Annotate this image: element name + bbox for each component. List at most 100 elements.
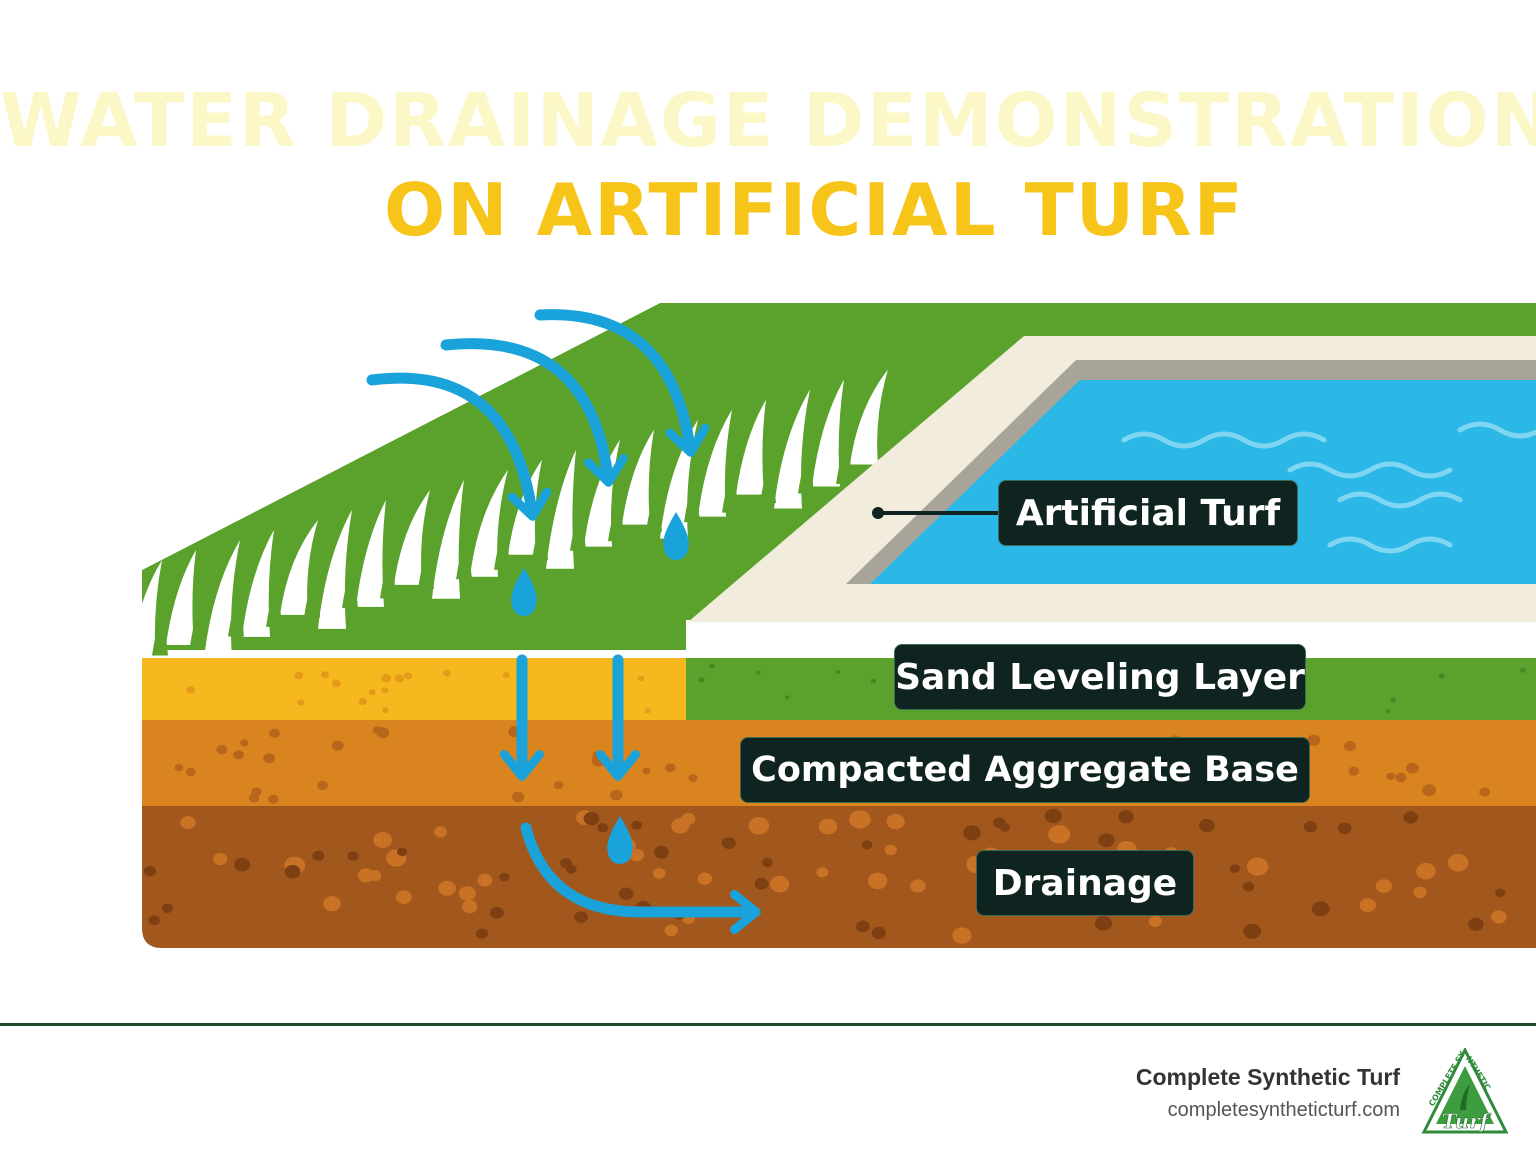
water-drop-icon: [663, 512, 689, 560]
soil-speckle: [1413, 886, 1427, 899]
brand-url: completesyntheticturf.com: [1167, 1099, 1400, 1121]
grass-tuft: [380, 538, 398, 599]
soil-speckle: [321, 671, 330, 679]
soil-speckle: [886, 813, 905, 830]
soil-speckle: [652, 868, 666, 879]
soil-speckle: [284, 865, 301, 879]
soil-speckle: [248, 793, 260, 803]
soil-speckle: [397, 847, 408, 857]
label-compacted-aggregate-base: Compacted Aggregate Base: [740, 737, 1310, 803]
soil-speckle: [574, 911, 588, 923]
soil-speckle: [1520, 668, 1526, 673]
soil-speckle: [143, 866, 157, 877]
soil-speckle: [489, 906, 504, 919]
soil-speckle: [373, 832, 392, 848]
soil-speckle: [721, 837, 736, 849]
soil-speckle: [1098, 833, 1115, 848]
soil-speckle: [1311, 901, 1330, 917]
soil-speckle: [1348, 766, 1360, 776]
grass-blade: [736, 399, 766, 495]
soil-speckle: [462, 900, 478, 914]
soil-speckle: [240, 739, 249, 747]
soil-speckle: [697, 872, 713, 885]
soil-speckle: [784, 695, 790, 700]
soil-speckle: [856, 920, 870, 933]
grass-tuft: [190, 585, 208, 646]
soil-speckle: [1495, 888, 1506, 898]
soil-speckle: [216, 744, 228, 755]
soil-speckle: [381, 674, 392, 683]
drain-arrow: [520, 822, 761, 934]
soil-speckle: [698, 677, 705, 683]
soil-speckle: [553, 781, 564, 790]
soil-speckle: [1344, 741, 1356, 752]
soil-speckle: [1199, 818, 1215, 833]
soil-speckle: [1403, 811, 1419, 824]
soil-speckle: [688, 774, 698, 782]
label-artificial-turf: Artificial Turf: [998, 480, 1298, 546]
soil-speckle: [395, 890, 412, 904]
soil-speckle: [1307, 734, 1321, 746]
soil-speckle: [358, 697, 368, 706]
soil-speckle: [294, 671, 304, 680]
soil-speckle: [1375, 879, 1392, 893]
soil-speckle: [434, 826, 447, 838]
grass-blade: [622, 429, 654, 525]
soil-speckle: [835, 670, 841, 674]
grass-blade: [546, 449, 576, 569]
soil-speckle: [618, 887, 634, 901]
grass-blade: [812, 379, 844, 487]
grass-blade: [166, 549, 196, 645]
soil-speckle: [756, 670, 761, 675]
grass-base: [142, 650, 686, 658]
soil-speckle: [993, 817, 1006, 829]
water-flow-arrows: [366, 309, 761, 934]
water-drops: [511, 512, 689, 864]
soil-speckle: [644, 708, 651, 714]
soil-speckle: [1246, 857, 1269, 876]
grass-blade: [356, 499, 386, 607]
rain-arrow-1: [366, 372, 552, 521]
soil-speckle: [963, 825, 981, 841]
grass-tuft: [304, 557, 322, 618]
grass-tuft: [722, 452, 740, 513]
soil-speckle: [583, 811, 600, 826]
grass-blade-icon: [1460, 1084, 1470, 1110]
grass-blade: [470, 469, 508, 577]
soil-speckle: [1491, 910, 1507, 924]
soil-speckle: [664, 924, 678, 936]
soil-speckle: [404, 672, 413, 680]
soil-speckle: [642, 767, 651, 775]
footer-divider: [0, 1023, 1536, 1026]
soil-speckle: [331, 679, 341, 688]
soil-speckle: [1479, 787, 1490, 797]
sand-layer: [142, 658, 686, 720]
rain-arrow-3: [534, 309, 710, 457]
soil-speckle: [368, 689, 376, 696]
soil-speckle: [1395, 772, 1407, 783]
soil-speckle: [1390, 697, 1396, 703]
soil-speckle: [910, 879, 926, 893]
grass-tuft: [684, 462, 702, 523]
soil-speckle: [870, 678, 877, 684]
grass-blade: [280, 519, 318, 615]
soil-speckle: [1148, 915, 1162, 928]
logo-word: Turf: [1442, 1109, 1492, 1133]
soil-speckle: [458, 886, 476, 901]
soil-speckle: [180, 816, 196, 830]
title-line-1: WATER DRAINAGE DEMONSTRATION: [0, 78, 1536, 164]
soil-speckle: [234, 857, 250, 872]
soil-speckle: [1242, 881, 1255, 892]
soil-speckle: [871, 926, 886, 940]
soil-speckle: [511, 791, 525, 803]
soil-speckle: [357, 868, 375, 883]
soil-speckle: [665, 763, 676, 773]
soil-speckle: [1048, 825, 1071, 844]
artificial-turf-pointer: [872, 507, 1000, 519]
grass-tuft: [836, 424, 854, 485]
grass-tuft: [760, 443, 778, 504]
soil-speckle: [233, 750, 244, 760]
soil-speckle: [269, 728, 280, 738]
soil-speckle: [1416, 862, 1436, 880]
